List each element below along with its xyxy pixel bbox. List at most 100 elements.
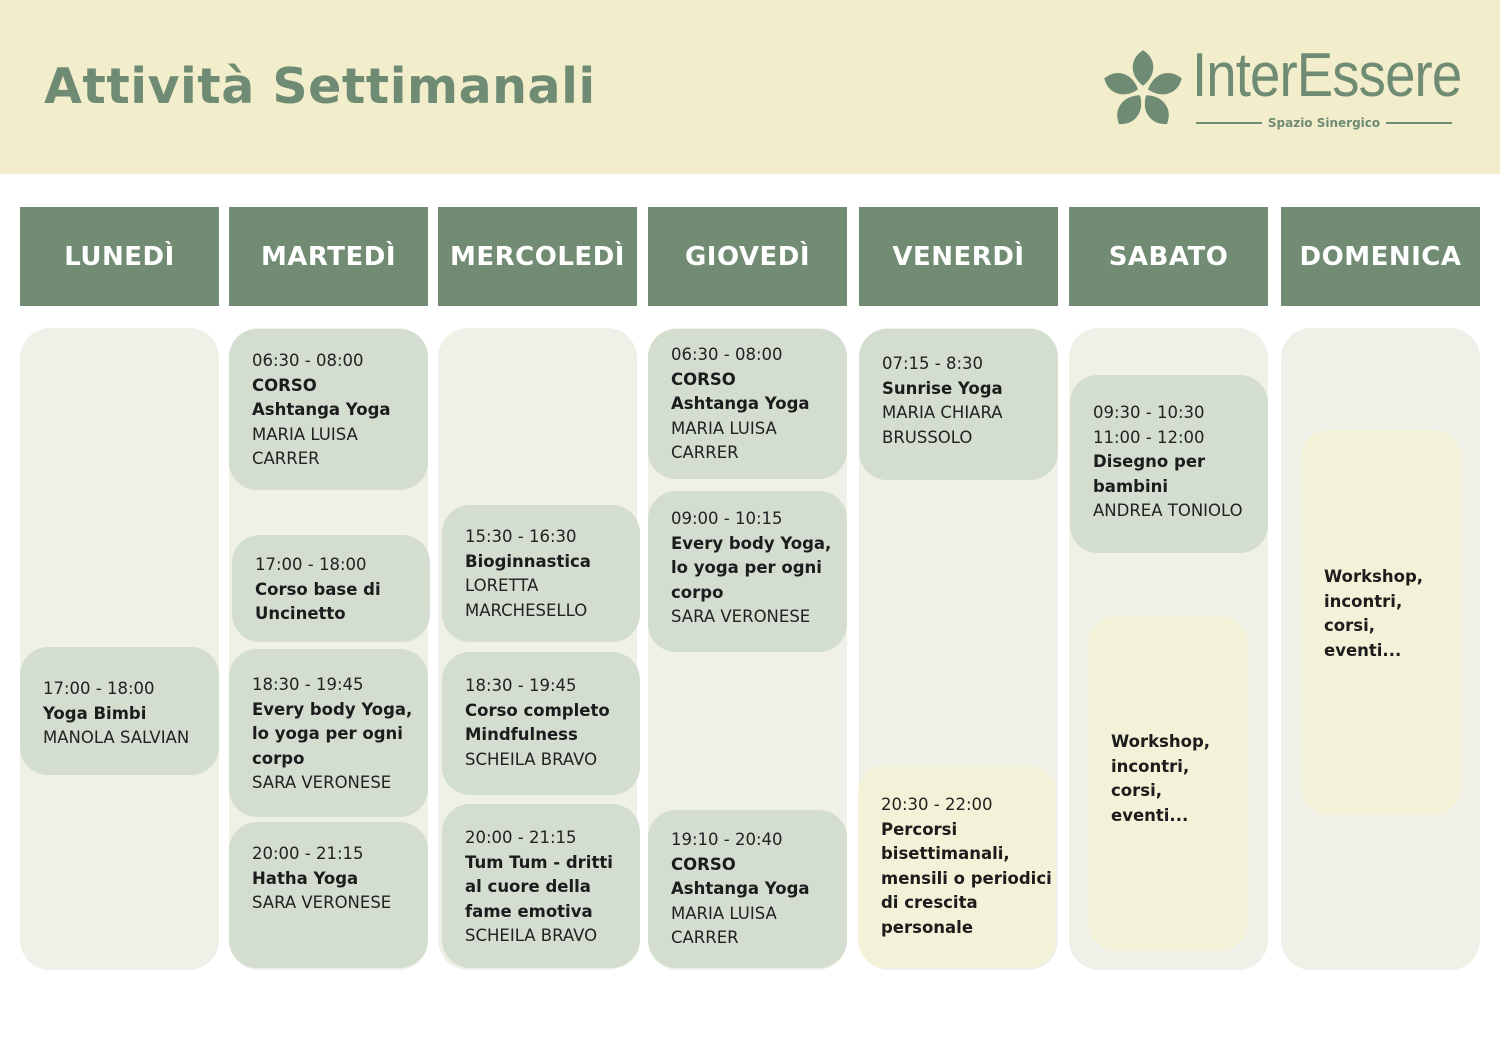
activity-detail: CARRER xyxy=(671,443,739,463)
activity-detail: CARRER xyxy=(671,928,739,948)
day-header-sabato: SABATO xyxy=(1069,207,1268,306)
activity-title: Disegno per xyxy=(1093,452,1206,472)
activity-detail: BRUSSOLO xyxy=(882,427,973,447)
day-header-gioved: GIOVEDÌ xyxy=(648,207,847,306)
activity-title: personale xyxy=(881,917,974,937)
activity-detail: MARIA LUISA xyxy=(671,903,777,923)
activity-detail: 15:30 - 16:30 xyxy=(465,527,577,546)
logo-name: InterEssere xyxy=(1192,41,1462,110)
activity-detail: 18:30 - 19:45 xyxy=(465,676,577,695)
activity-title: Ashtanga Yoga xyxy=(252,400,391,420)
activity-detail: 19:10 - 20:40 xyxy=(671,830,783,849)
activity-detail: MARIA LUISA xyxy=(671,418,777,438)
activity-title: bisettimanali, xyxy=(881,844,1010,864)
activity-detail: 17:00 - 18:00 xyxy=(255,555,367,574)
activity-title: Percorsi xyxy=(881,819,958,839)
activity-title: incontri, xyxy=(1324,591,1403,611)
activity-title: Ashtanga Yoga xyxy=(671,879,810,899)
activity-title: fame emotiva xyxy=(465,901,593,921)
logo-tagline-text: Spazio Sinergico xyxy=(1267,116,1381,130)
activity-title: Workshop, xyxy=(1111,732,1211,751)
activity-title: al cuore della xyxy=(465,877,591,897)
activity-card: Workshop, incontri, corsi, eventi... xyxy=(1301,430,1461,815)
activity-detail: MARCHESELLO xyxy=(465,600,588,620)
activity-detail: MARIA LUISA xyxy=(252,424,358,444)
activity-title: eventi... xyxy=(1111,805,1189,825)
activity-detail: ANDREA TONIOLO xyxy=(1093,501,1243,521)
day-header-mercoled: MERCOLEDÌ xyxy=(438,207,637,306)
activity-title: incontri, xyxy=(1111,756,1190,776)
flower-logo-icon xyxy=(1098,47,1188,133)
activity-detail: MARIA CHIARA xyxy=(882,403,1003,423)
activity-title: Bioginnastica xyxy=(465,551,591,571)
activity-title: Every body Yoga, xyxy=(252,699,413,719)
activity-title: CORSO xyxy=(671,369,736,389)
activity-detail: SCHEILA BRAVO xyxy=(465,749,598,769)
activity-detail: LORETTA xyxy=(465,576,539,596)
activity-detail: MANOLA SALVIAN xyxy=(43,728,190,748)
activity-detail: 20:00 - 21:15 xyxy=(252,844,364,863)
activity-card: Workshop, incontri, corsi, eventi... xyxy=(1088,616,1248,951)
header-banner: Attività Settimanali InterEssere Spazio … xyxy=(0,0,1500,174)
activity-title: corsi, xyxy=(1324,616,1375,636)
activity-title: bambini xyxy=(1093,476,1169,496)
activity-title: Mindfulness xyxy=(465,725,578,745)
activity-detail: 20:00 - 21:15 xyxy=(465,828,577,847)
activity-title: Hatha Yoga xyxy=(252,868,359,888)
activity-detail: CARRER xyxy=(252,449,320,469)
activity-detail: SARA VERONESE xyxy=(252,893,392,913)
activity-detail: 09:00 - 10:15 xyxy=(671,509,783,528)
logo: InterEssere Spazio Sinergico xyxy=(1098,41,1462,138)
activity-detail: 07:15 - 8:30 xyxy=(882,354,984,373)
page-title: Attività Settimanali xyxy=(44,58,596,115)
activity-detail: 11:00 - 12:00 xyxy=(1093,427,1205,447)
activity-title: Uncinetto xyxy=(255,604,346,624)
day-header-venerd: VENERDÌ xyxy=(859,207,1058,306)
activity-title: CORSO xyxy=(671,854,736,874)
activity-detail: SARA VERONESE xyxy=(671,607,811,627)
activity-title: eventi... xyxy=(1324,640,1402,660)
activity-detail: 18:30 - 19:45 xyxy=(252,675,364,694)
activity-title: CORSO xyxy=(252,375,317,395)
activity-title: Ashtanga Yoga xyxy=(671,394,810,414)
activity-detail: 17:00 - 18:00 xyxy=(43,679,155,698)
day-header-luned: LUNEDÌ xyxy=(20,207,219,306)
day-header-domenica: DOMENICA xyxy=(1281,207,1480,306)
activity-detail: 20:30 - 22:00 xyxy=(881,795,993,814)
activity-title: di crescita xyxy=(881,893,978,913)
activity-title: Corso completo xyxy=(465,700,610,720)
activity-detail: 09:30 - 10:30 xyxy=(1093,403,1205,422)
activity-title: mensili o periodici xyxy=(881,868,1052,888)
activity-title: Sunrise Yoga xyxy=(882,378,1003,398)
activity-title: Tum Tum - dritti xyxy=(465,852,613,872)
activity-detail: 06:30 - 08:00 xyxy=(671,345,783,364)
activity-title: lo yoga per ogni xyxy=(671,558,822,578)
activity-title: corpo xyxy=(252,748,305,768)
activity-detail: SCHEILA BRAVO xyxy=(465,926,598,946)
activity-detail: SARA VERONESE xyxy=(252,773,392,793)
logo-tagline: Spazio Sinergico xyxy=(1196,116,1453,130)
activity-title: lo yoga per ogni xyxy=(252,724,403,744)
activity-title: corpo xyxy=(671,582,724,602)
activity-title: Workshop, xyxy=(1324,567,1424,586)
activity-title: Corso base di xyxy=(255,579,381,599)
activity-title: Yoga Bimbi xyxy=(43,703,147,723)
activity-title: Every body Yoga, xyxy=(671,533,832,553)
activity-detail: 06:30 - 08:00 xyxy=(252,351,364,370)
day-header-marted: MARTEDÌ xyxy=(229,207,428,306)
activity-title: corsi, xyxy=(1111,781,1162,801)
